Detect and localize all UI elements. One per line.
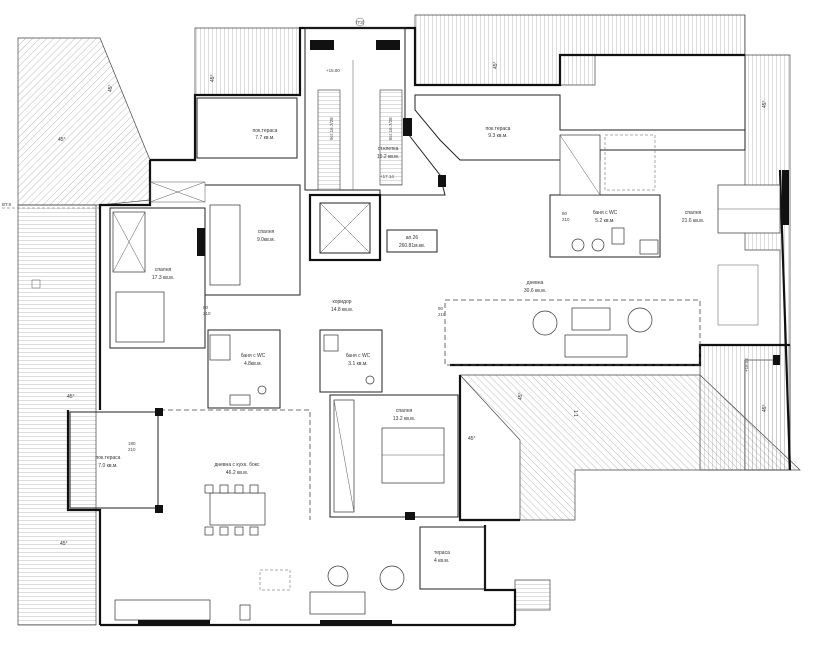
room-area: 9.0кв.м. [257,237,275,243]
room-area: 7.7 кв.м. [255,135,274,141]
room-name: спалня [155,267,172,273]
level-label: +17.14 [380,174,394,179]
roof-slope-labels: 45° 45° 45° 45° 45° 45° 45° 45° 45° 45° … [58,61,768,547]
room-area: 21.6 кв.м. [682,218,704,224]
room-area: 9.3 кв.м. [488,133,507,139]
apartment-label: ап.26 260.81м.кв. [386,229,438,253]
elevation-label: BT.8 [2,202,12,207]
room-area: 15.2 кв.м. [377,154,399,160]
door-tag: 210 [438,312,446,317]
room-bath-left: баня с WC 4.8кв.м. [207,329,281,409]
room-bath-center: баня с WC 3.1 кв.м. [319,329,383,393]
stairs [317,60,403,191]
room-name: спалня [685,210,702,216]
axis-label: (Т3) [356,20,365,25]
level-label: +15.80 [326,68,340,73]
room-area: 4 кв.м. [434,558,449,564]
columns [138,40,789,626]
stair-flight-label: 9ст.16.7/28 [329,117,334,140]
room-bedroom-right: спалня 21.6 кв.м. [559,134,781,234]
slope-label: 45° [210,74,216,82]
room-bedroom-center: спалня 13.2 кв.м. [329,394,459,518]
room-name: баня с WC [241,353,266,359]
room-area: 13.2 кв.м. [393,416,415,422]
level-label: +18.52 [744,358,749,372]
door-tag: 210 [562,217,570,222]
room-name: дневна [527,280,544,286]
apartment-area: 260.81м.кв. [399,243,425,249]
room-area: 30.6 кв.м. [524,288,546,294]
room-bedroom-left: спалня 17.3 кв.м. [109,181,206,349]
room-bath-right: баня с WC 5.2 кв.м. [549,194,661,258]
room-corridor: коридор 14.8 кв.м. [331,299,353,313]
door-tag: 210 [128,447,136,452]
door-tag: 80 [203,305,209,310]
room-name: баня с WC [346,353,371,359]
slope-ratio: 1:1 [572,410,578,417]
room-name: пок.тераса [486,126,511,132]
door-tag: 210 [203,311,211,316]
room-name: спалня [396,408,413,414]
slope-label: 45° [493,61,499,69]
room-terrace-top-left: пок.тераса 7.7 кв.м. [196,97,298,159]
room-living-right: дневна 30.6 кв.м. +18.52 [444,264,759,372]
door-tags: 80 210 90 210 80 210 180 210 [128,211,570,452]
room-name: пок.тераса [96,455,121,461]
room-name: спалня [258,229,275,235]
slope-label: 45° [58,137,66,143]
roof-areas [17,14,801,626]
door-tag: 180 [128,441,136,446]
room-area: 3.1 кв.м. [348,361,367,367]
apartment-number: ап.26 [406,235,419,241]
room-terrace-bottom: тераса 4 кв.м. [419,526,486,590]
room-name: дневна с кухн. бокс [214,462,260,468]
room-name: тераса [434,550,450,556]
slope-label: 45° [60,541,68,547]
room-terrace-left: пок.тераса 7.0 кв.м. [69,411,159,509]
stair-flight-label: 8ст.16.7/28 [388,117,393,140]
slope-label: 45° [518,392,524,400]
room-name: баня с WC [593,210,618,216]
slope-label: 45° [468,436,476,442]
room-area: 46.2 кв.м. [226,470,248,476]
elevator [308,193,382,262]
room-area: 14.8 кв.м. [331,307,353,313]
room-living-kitchen: дневна с кухн. бокс 46.2 кв.м. [114,409,405,621]
outer-walls [66,26,792,627]
slope-label: 45° [762,100,768,108]
room-name: пок.тераса [253,128,278,134]
slope-label: 45° [762,404,768,412]
door-tag: 80 [562,211,568,216]
slope-label: 45° [67,394,75,400]
room-bedroom-small: спалня 9.0кв.м. [205,184,301,296]
room-area: 7.0 кв.м. [98,463,117,469]
room-area: 17.3 кв.м. [152,275,174,281]
dining-table [204,484,266,536]
elevation-marker: BT.8 [2,202,100,289]
room-name: ст.клетка [378,146,399,152]
room-name: коридор [332,299,351,305]
room-area: 5.2 кв.м. [595,218,614,224]
room-area: 4.8кв.м. [244,361,262,367]
room-stairwell: 9ст.16.7/28 8ст.16.7/28 +15.80 +17.14 (Т… [304,17,446,196]
slope-label: 45° [108,84,114,92]
door-tag: 90 [438,306,444,311]
